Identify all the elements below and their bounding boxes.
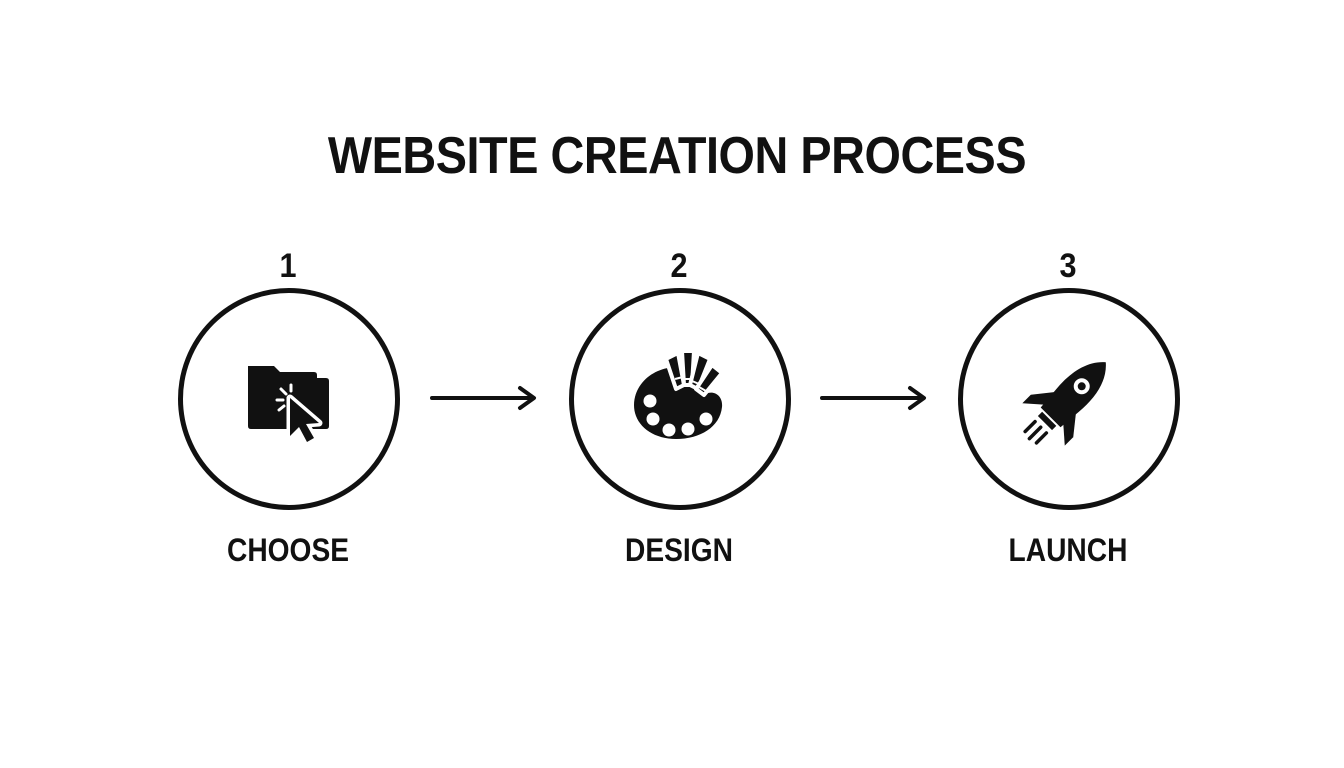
step-label: DESIGN: [625, 532, 733, 568]
folder-cursor-icon: [248, 366, 329, 446]
step-label: CHOOSE: [226, 532, 350, 568]
step-label: LAUNCH: [1008, 532, 1128, 568]
palette-icon: [634, 349, 724, 439]
arrow-right-icon: [820, 386, 926, 410]
diagram-title: WEBSITE CREATION PROCESS: [327, 127, 1027, 185]
step-circle: [569, 288, 791, 510]
step-number: 3: [1059, 247, 1077, 285]
step-circle: [958, 288, 1180, 510]
step-design: 2 DESIGN: [559, 240, 799, 580]
step-number: 1: [279, 247, 297, 285]
step-number: 2: [670, 247, 688, 285]
rocket-icon: [1022, 362, 1106, 446]
step-choose: 1 CHOOSE: [168, 240, 408, 580]
step-launch: 3 LAUNCH: [948, 240, 1188, 580]
step-circle: [178, 288, 400, 510]
arrow-right-icon: [430, 386, 536, 410]
